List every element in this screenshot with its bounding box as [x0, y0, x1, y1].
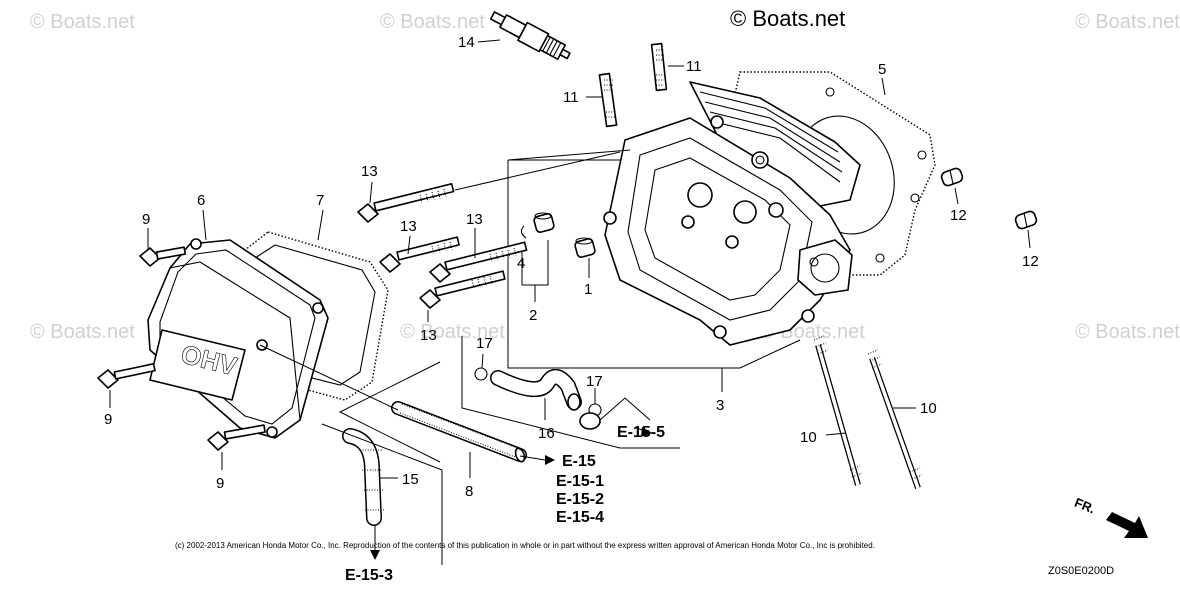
- callout-12b: 12: [1022, 253, 1039, 270]
- push-rod: [867, 349, 923, 490]
- hose-clip: [474, 367, 488, 381]
- stud-bolt: [650, 42, 668, 92]
- callout-3: 3: [716, 397, 724, 414]
- watermark: © Boats.net: [30, 11, 135, 33]
- breather-tube: [391, 401, 527, 463]
- diagram-code: Z0S0E0200D: [1048, 565, 1114, 577]
- breather-hose: [490, 368, 582, 411]
- callout-4: 4: [517, 255, 525, 272]
- copyright-notice: (c) 2002-2013 American Honda Motor Co., …: [175, 541, 875, 550]
- ref-e-15: E-15: [562, 453, 596, 470]
- callout-14: 14: [458, 34, 475, 51]
- callout-9a: 9: [142, 211, 150, 228]
- dowel-pin: [940, 167, 964, 187]
- flange-bolt: [379, 236, 460, 273]
- callout-10b: 10: [920, 400, 937, 417]
- callout-11b: 11: [563, 89, 579, 106]
- callout-13c: 13: [466, 211, 483, 228]
- watermark: © Boats.net: [1075, 11, 1180, 33]
- callout-13d: 13: [420, 327, 437, 344]
- callout-10a: 10: [800, 429, 817, 446]
- flange-bolt: [357, 182, 455, 223]
- callout-11a: 11: [686, 58, 702, 75]
- callout-16: 16: [538, 425, 555, 442]
- callout-8: 8: [465, 483, 473, 500]
- watermark: © Boats.net: [1075, 321, 1180, 343]
- callout-5: 5: [878, 61, 886, 78]
- callout-17b: 17: [586, 373, 603, 390]
- callout-7: 7: [316, 192, 324, 209]
- callout-13b: 13: [400, 218, 417, 235]
- valve-keeper: [520, 225, 527, 239]
- valve-cap: [533, 212, 555, 233]
- watermark: © Boats.net: [400, 321, 505, 343]
- ref-e-15-1: E-15-1: [556, 473, 604, 490]
- front-direction-arrow: FR.: [1072, 495, 1148, 538]
- cylinder-head: [603, 81, 861, 346]
- watermark: © Boats.net: [30, 321, 135, 343]
- callout-2: 2: [529, 307, 537, 324]
- hose-clip: [579, 403, 602, 430]
- front-label: FR.: [1072, 495, 1097, 517]
- watermark: © Boats.net: [380, 11, 485, 33]
- head-cover: OHV: [147, 238, 329, 439]
- callout-17a: 17: [476, 335, 493, 352]
- callout-1: 1: [584, 281, 592, 298]
- watermark-main: © Boats.net: [730, 6, 845, 31]
- flange-bolt: [419, 270, 506, 309]
- cover-bolt: [139, 246, 187, 267]
- ref-e-15-4: E-15-4: [556, 509, 604, 526]
- callout-15: 15: [402, 471, 419, 488]
- breather-hose: [342, 428, 384, 526]
- callout-6: 6: [197, 192, 205, 209]
- ref-e-15-3: E-15-3: [345, 567, 393, 584]
- flange-bolt: [429, 241, 528, 283]
- callout-13a: 13: [361, 163, 378, 180]
- callout-9b: 9: [104, 411, 112, 428]
- push-rod: [813, 335, 863, 486]
- ref-e-15-2: E-15-2: [556, 491, 604, 508]
- cover-bolt: [207, 424, 266, 451]
- spark-plug: [489, 11, 571, 60]
- cover-bolt: [97, 362, 156, 389]
- stud-bolt: [598, 72, 618, 128]
- dowel-pin: [1014, 210, 1038, 230]
- callout-12a: 12: [950, 207, 967, 224]
- valve-cap: [574, 237, 596, 258]
- callout-9c: 9: [216, 475, 224, 492]
- ref-e-15-5: E-15-5: [617, 424, 665, 441]
